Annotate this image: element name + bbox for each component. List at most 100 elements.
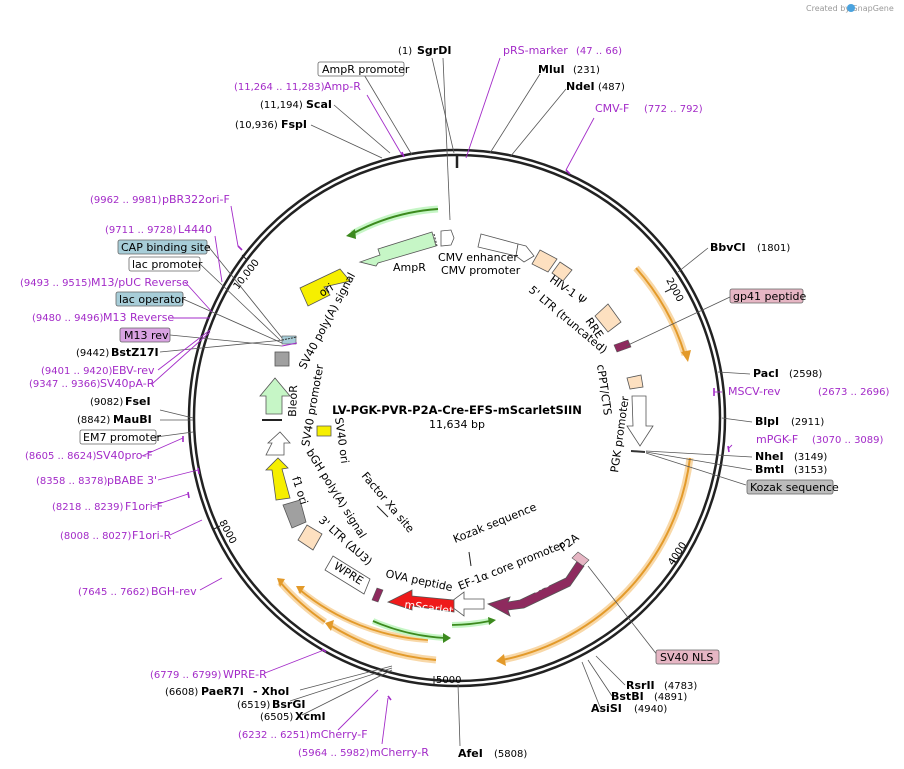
primer-ampr[interactable]: Amp-R: [324, 80, 361, 93]
primer-ticks: [182, 151, 730, 701]
primer-ampr-coord: (11,264 .. 11,283): [234, 82, 325, 93]
em7-feature[interactable]: [274, 351, 290, 367]
rre-feature[interactable]: [594, 303, 622, 333]
primer-sv40prof[interactable]: SV40pro-F: [96, 449, 153, 462]
primer-f1orir[interactable]: F1ori-R: [132, 529, 172, 542]
primer-bghrev-coord: (7645 .. 7662): [78, 587, 150, 598]
primer-sv40par[interactable]: SV40pA-R: [100, 377, 155, 390]
primer-m13rev-coord: (9480 .. 9496): [32, 313, 104, 324]
site-paci[interactable]: PacI: [753, 367, 779, 380]
primer-m13rev[interactable]: M13 Reverse: [103, 311, 174, 324]
site-bbvci[interactable]: BbvCI: [710, 241, 746, 254]
primer-ebvrev-coord: (9401 .. 9420): [41, 366, 113, 377]
site-rsrii[interactable]: RsrII: [626, 679, 655, 692]
primer-m13puc[interactable]: M13/pUC Reverse: [91, 276, 189, 289]
primer-cmvf[interactable]: CMV-F: [595, 102, 629, 115]
ori-feature[interactable]: [299, 268, 351, 307]
site-sgrdi-coord: (1): [398, 46, 412, 57]
site-bstz17i-coord: (9442): [76, 348, 109, 359]
primer-mcherryr[interactable]: mCherry-R: [370, 746, 429, 759]
primer-prs[interactable]: pRS-marker: [503, 44, 568, 57]
svg-text:SV40 NLS: SV40 NLS: [660, 651, 713, 664]
mscarlet-feature[interactable]: [386, 589, 455, 613]
site-bstbi[interactable]: BstBI: [611, 690, 644, 703]
site-mlui[interactable]: MluI: [538, 63, 565, 76]
primer-m13puc-coord: (9493 .. 9515): [20, 278, 92, 289]
gp41-feature[interactable]: [613, 339, 632, 353]
site-sgrdi[interactable]: SgrDI: [417, 44, 451, 57]
box-gp41[interactable]: gp41 peptide: [729, 288, 807, 304]
box-em7[interactable]: EM7 promoter: [79, 429, 161, 445]
svg-text:lac promoter: lac promoter: [132, 258, 203, 271]
svg-text:gp41 peptide: gp41 peptide: [733, 290, 807, 303]
site-nhei-coord: (3149): [794, 452, 827, 463]
primer-bghrev[interactable]: BGH-rev: [151, 585, 197, 598]
box-m13-rev[interactable]: M13 rev: [119, 327, 171, 343]
hiv1-psi-feature[interactable]: [551, 261, 573, 282]
site-afei[interactable]: AfeI: [458, 747, 483, 760]
box-sv40nls[interactable]: SV40 NLS: [655, 649, 720, 665]
site-bstz17i[interactable]: BstZ17I: [111, 346, 159, 359]
primer-l4440[interactable]: L4440: [178, 223, 212, 236]
primer-pbabe[interactable]: pBABE 3': [107, 474, 157, 487]
box-cap-site[interactable]: CAP binding site: [117, 239, 211, 255]
site-asisi[interactable]: AsiSI: [591, 702, 622, 715]
ef1a-promoter-feature[interactable]: [447, 591, 485, 617]
tick-5000: 5000: [436, 675, 461, 686]
cppt-feature[interactable]: [626, 374, 644, 390]
site-scai[interactable]: ScaI: [306, 98, 332, 111]
primer-pbr-coord: (9962 .. 9981): [90, 195, 162, 206]
p2a-feature[interactable]: [571, 551, 590, 567]
site-bsrgi[interactable]: BsrGI: [272, 698, 305, 711]
site-bmti-coord: (3153): [794, 465, 827, 476]
site-scai-coord: (11,194): [260, 100, 303, 111]
ltr3-feature[interactable]: [297, 524, 323, 551]
f1ori-label: f1 ori: [289, 475, 310, 506]
box-ampr-promoter[interactable]: AmpR promoter: [317, 61, 410, 77]
site-maubi[interactable]: MauBI: [113, 413, 152, 426]
sv40-promoter-feature[interactable]: [265, 431, 291, 456]
primer-ebvrev[interactable]: EBV-rev: [112, 364, 155, 377]
green-arc-top: [346, 205, 439, 239]
f1ori-feature[interactable]: [265, 457, 291, 501]
site-bstbi-coord: (4891): [654, 692, 687, 703]
tick-4000: 4000: [666, 540, 689, 567]
site-fsei[interactable]: FseI: [125, 395, 151, 408]
primer-f1orif-coord: (8218 .. 8239): [52, 502, 124, 513]
site-bmti[interactable]: BmtI: [755, 463, 784, 476]
ampr-promoter-feature[interactable]: [440, 229, 455, 247]
site-ndei[interactable]: NdeI: [566, 80, 595, 93]
site-xhoi[interactable]: - XhoI: [253, 685, 289, 698]
site-xcmi-coord: (6505): [260, 712, 293, 723]
primer-mcherryf[interactable]: mCherry-F: [310, 728, 368, 741]
bleor-feature[interactable]: [259, 377, 291, 415]
plasmid-name: LV-PGK-PVR-P2A-Cre-EFS-mScarletSIIN: [332, 403, 582, 417]
f1ori-gray-feature[interactable]: [282, 499, 307, 529]
cre-feature[interactable]: [486, 559, 585, 617]
site-mlui-coord: (231): [573, 65, 600, 76]
site-paer7i[interactable]: PaeR7I: [201, 685, 244, 698]
site-bbvci-coord: (1801): [757, 243, 790, 254]
box-lac-promoter[interactable]: lac promoter: [128, 256, 203, 272]
box-kozak[interactable]: Kozak sequence: [746, 479, 839, 495]
primer-mpgkf[interactable]: mPGK-F: [756, 433, 798, 446]
box-lac-operator[interactable]: lac operator: [115, 291, 186, 307]
primer-pbr[interactable]: pBR322ori-F: [162, 193, 230, 206]
primer-mscvrev[interactable]: MSCV-rev: [728, 385, 781, 398]
primer-f1orif[interactable]: F1ori-F: [125, 500, 163, 513]
pgk-promoter-feature[interactable]: [626, 395, 654, 447]
site-xcmi[interactable]: XcmI: [295, 710, 326, 723]
site-blpi[interactable]: BlpI: [755, 415, 779, 428]
sv40ori-feature[interactable]: [316, 425, 332, 437]
ampr-feature[interactable]: [358, 231, 437, 267]
svg-text:M13 rev: M13 rev: [124, 329, 169, 342]
cmv-promoter-feature[interactable]: [515, 243, 535, 263]
wpre-feature[interactable]: [324, 555, 371, 595]
primer-wprer[interactable]: WPRE-R: [223, 668, 267, 681]
bleor-label: BleoR: [286, 385, 300, 418]
ltr5-feature[interactable]: [531, 249, 558, 273]
site-fspi[interactable]: FspI: [281, 118, 307, 131]
plasmid-size: 11,634 bp: [429, 418, 485, 431]
ova-peptide-feature[interactable]: [371, 587, 384, 603]
site-nhei[interactable]: NheI: [755, 450, 784, 463]
